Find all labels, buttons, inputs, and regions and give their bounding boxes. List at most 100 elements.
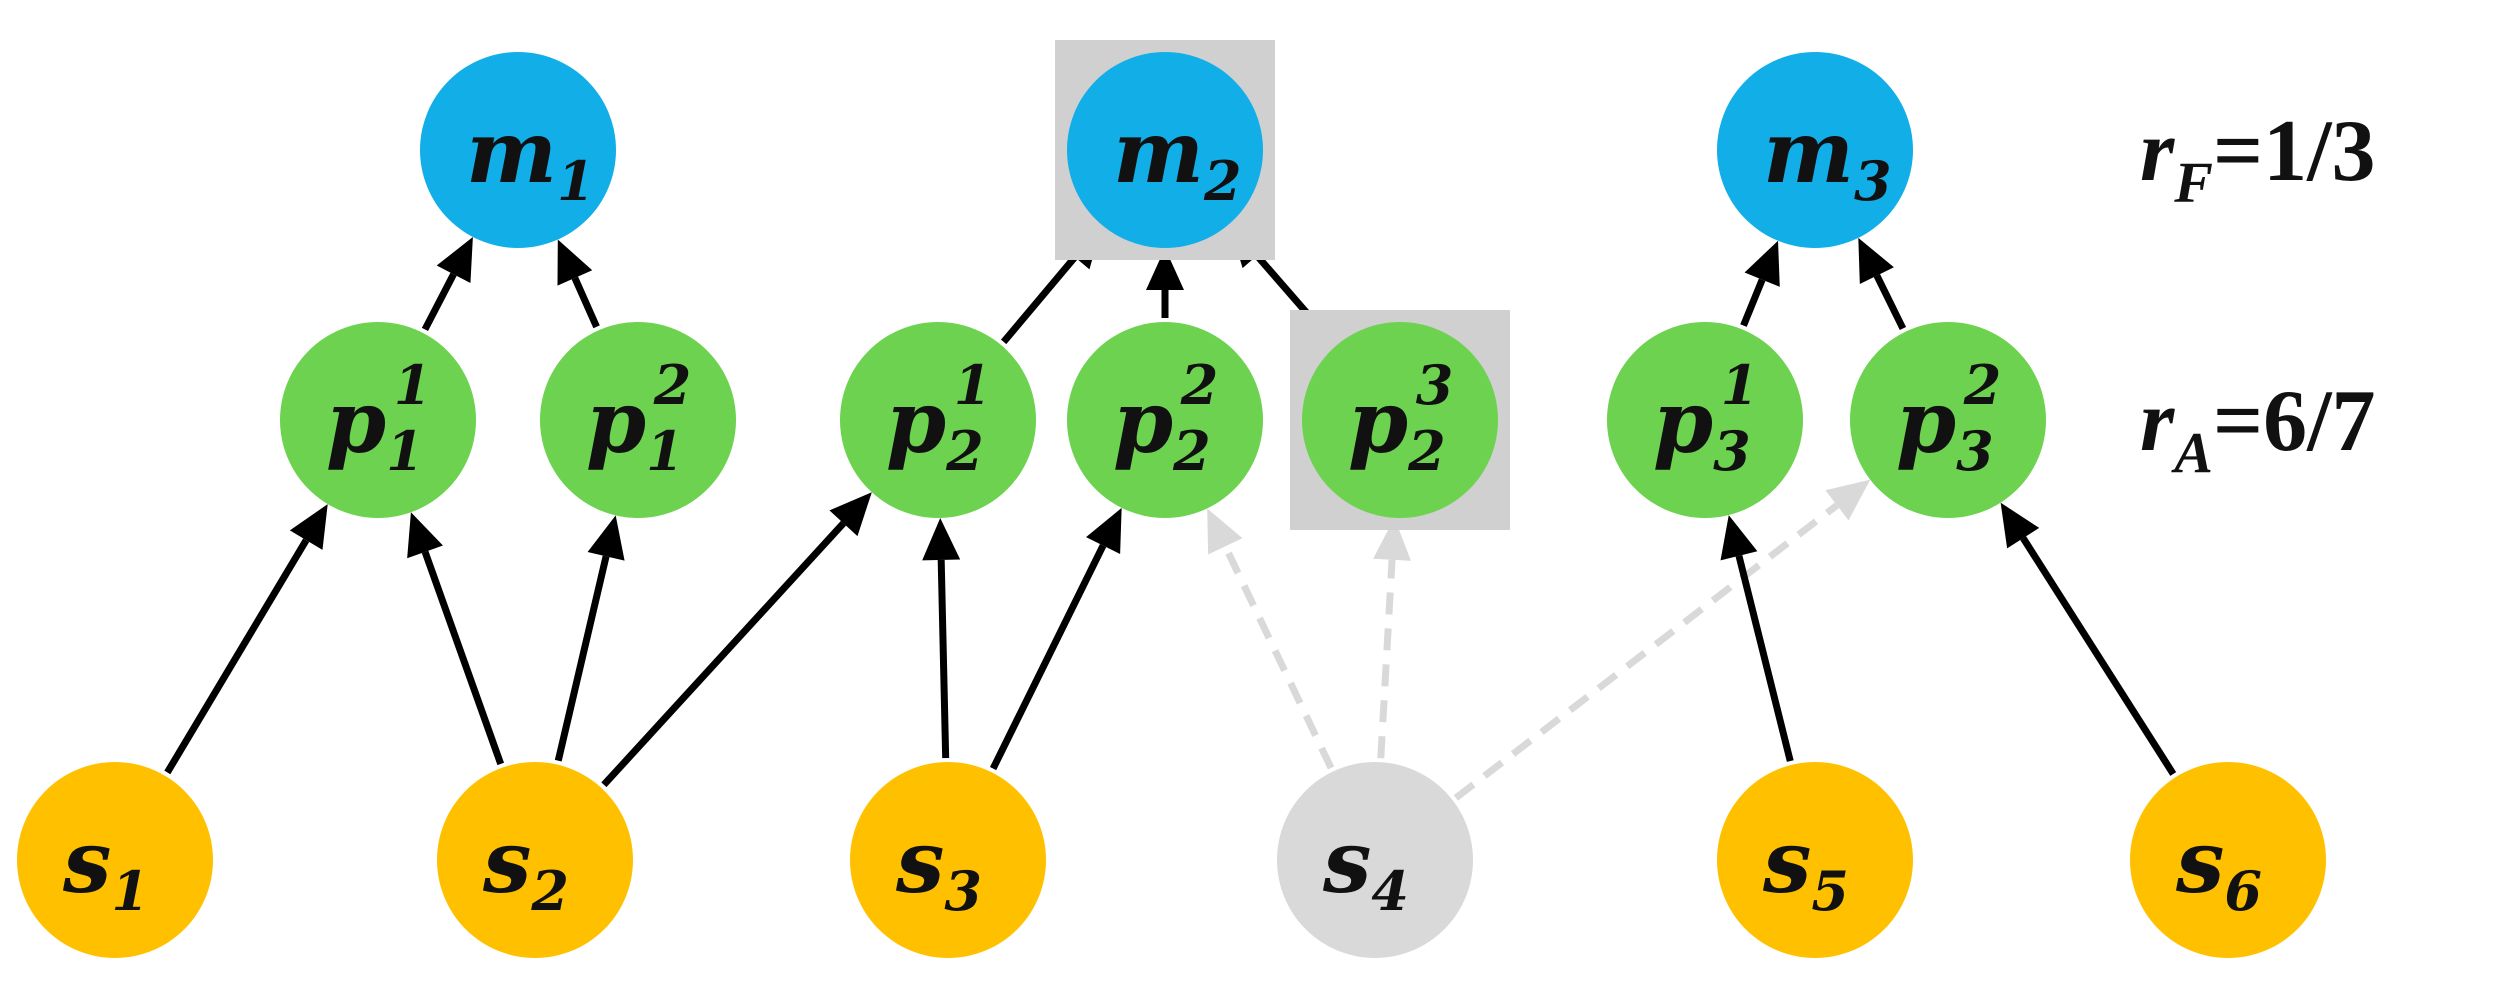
node-label-m1: m1 bbox=[466, 102, 595, 213]
edge-s4-to-p22 bbox=[1207, 508, 1335, 770]
node-base: s bbox=[2175, 812, 2224, 913]
edge-s2-to-p21 bbox=[601, 492, 872, 788]
node-label-p23: p23 bbox=[1348, 353, 1453, 483]
arrowhead bbox=[587, 515, 625, 561]
node-base: p bbox=[886, 372, 946, 473]
node-sub: 2 bbox=[1407, 419, 1446, 483]
arrowhead bbox=[1146, 248, 1184, 290]
svg-text:rA=6/7: rA=6/7 bbox=[2140, 373, 2376, 485]
node-base: p bbox=[326, 372, 386, 473]
node-base: s bbox=[895, 812, 944, 913]
node-sub: 4 bbox=[1371, 859, 1409, 923]
node-base: p bbox=[586, 372, 646, 473]
node-base: p bbox=[1113, 372, 1173, 473]
arrowhead bbox=[557, 239, 593, 286]
node-label-p32: p32 bbox=[1896, 353, 2001, 483]
node-sup: 1 bbox=[394, 353, 432, 417]
edge-s5-to-p31 bbox=[1720, 515, 1794, 762]
node-sub: 1 bbox=[386, 419, 424, 483]
node-label-s2: s2 bbox=[482, 812, 569, 923]
node-sub: 1 bbox=[111, 859, 149, 923]
edge-s3-to-p21 bbox=[922, 517, 961, 759]
metric-ra-base: r bbox=[2140, 373, 2175, 470]
edge-p32-to-m3 bbox=[1858, 237, 1907, 331]
node-label-p12: p12 bbox=[586, 353, 691, 483]
edge-p22-to-m2 bbox=[1146, 248, 1184, 318]
node-s5: s5 bbox=[1717, 762, 1913, 958]
node-base: s bbox=[62, 812, 111, 913]
arrowhead bbox=[1744, 240, 1780, 287]
arrowhead bbox=[1825, 479, 1871, 521]
node-sub: 3 bbox=[1956, 419, 1994, 483]
node-sub: 3 bbox=[944, 859, 982, 923]
node-base: s bbox=[482, 812, 531, 913]
node-base: s bbox=[1762, 812, 1811, 913]
node-label-m3: m3 bbox=[1763, 102, 1892, 213]
node-label-p22: p22 bbox=[1113, 353, 1218, 483]
node-label-s6: s6 bbox=[2175, 812, 2262, 923]
node-sub: 1 bbox=[646, 419, 684, 483]
node-label-s3: s3 bbox=[895, 812, 982, 923]
metric-rf-base: r bbox=[2140, 103, 2175, 200]
node-sub: 6 bbox=[2224, 859, 2262, 923]
arrowhead bbox=[922, 517, 961, 561]
node-sub: 3 bbox=[1713, 419, 1751, 483]
metric-rf-sub: F bbox=[2173, 150, 2213, 215]
node-sub: 2 bbox=[945, 419, 984, 483]
node-sup: 1 bbox=[1721, 353, 1759, 417]
node-s4: s4 bbox=[1277, 762, 1473, 958]
node-sub: 1 bbox=[557, 149, 595, 213]
arrowhead bbox=[1086, 507, 1122, 554]
edge-p11-to-m1 bbox=[421, 236, 473, 332]
metric-rf: rF=1/3 bbox=[2140, 103, 2376, 215]
node-label-p21: p21 bbox=[886, 353, 991, 483]
node-p32: p32 bbox=[1850, 322, 2046, 518]
metric-ra: rA=6/7 bbox=[2140, 373, 2376, 485]
node-base: m bbox=[466, 102, 557, 203]
edge-p12-to-m1 bbox=[557, 239, 600, 329]
arrowhead bbox=[289, 504, 328, 550]
svg-text:rF=1/3: rF=1/3 bbox=[2140, 103, 2376, 215]
node-label-s1: s1 bbox=[62, 812, 149, 923]
node-p31: p31 bbox=[1607, 322, 1803, 518]
arrowhead bbox=[1207, 508, 1243, 555]
node-label-p31: p31 bbox=[1653, 353, 1758, 483]
node-sup: 3 bbox=[1416, 353, 1454, 417]
node-base: p bbox=[1653, 372, 1713, 473]
metric-rf-value: =1/3 bbox=[2213, 103, 2376, 200]
node-base: s bbox=[1322, 812, 1371, 913]
node-sup: 2 bbox=[653, 353, 692, 417]
node-s3: s3 bbox=[850, 762, 1046, 958]
node-base: m bbox=[1763, 102, 1854, 203]
node-label-s5: s5 bbox=[1762, 812, 1849, 923]
node-m3: m3 bbox=[1717, 52, 1913, 248]
node-sup: 1 bbox=[954, 353, 992, 417]
node-sub: 2 bbox=[1203, 149, 1242, 213]
edge-s2-to-p11 bbox=[407, 512, 505, 766]
node-sub: 2 bbox=[530, 859, 569, 923]
metric-ra-value: =6/7 bbox=[2213, 373, 2376, 470]
node-p12: p12 bbox=[540, 322, 736, 518]
arrowhead bbox=[436, 236, 473, 284]
node-m2: m2 bbox=[1067, 52, 1263, 248]
node-sup: 2 bbox=[1963, 353, 2002, 417]
node-sub: 3 bbox=[1854, 149, 1892, 213]
metric-ra-sub: A bbox=[2171, 420, 2213, 485]
node-label-s4: s4 bbox=[1322, 812, 1409, 923]
node-sup: 2 bbox=[1180, 353, 1219, 417]
edge-s3-to-p22 bbox=[989, 507, 1122, 771]
node-s2: s2 bbox=[437, 762, 633, 958]
node-base: m bbox=[1113, 102, 1204, 203]
node-p22: p22 bbox=[1067, 322, 1263, 518]
node-p23: p23 bbox=[1302, 322, 1498, 518]
node-base: p bbox=[1348, 372, 1408, 473]
node-label-p11: p11 bbox=[326, 353, 431, 483]
arrowhead bbox=[2000, 502, 2040, 549]
arrowhead bbox=[829, 492, 872, 537]
edge-p31-to-m3 bbox=[1740, 240, 1780, 327]
arrowhead bbox=[1858, 237, 1894, 284]
node-s6: s6 bbox=[2130, 762, 2326, 958]
node-sub: 2 bbox=[1172, 419, 1211, 483]
